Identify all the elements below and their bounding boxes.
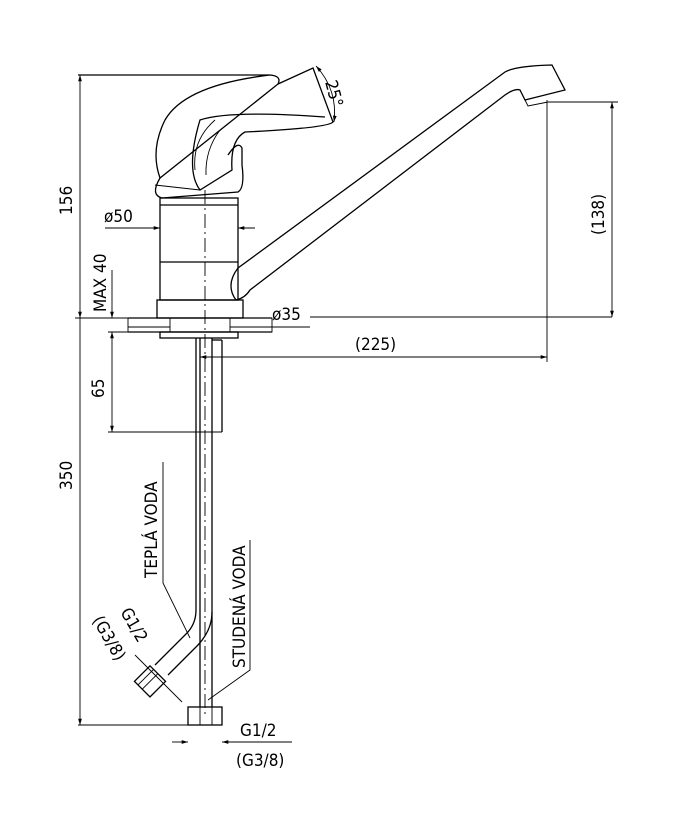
dimension-lines [75, 65, 618, 744]
label-hot-water: TEPLÁ VODA [140, 481, 162, 579]
label-cold-water: STUDENÁ VODA [228, 545, 250, 668]
dim-25-deg: 25° [320, 78, 346, 109]
dim-65: 65 [89, 379, 109, 398]
mixer-body [156, 197, 244, 319]
dim-spout-reach: (225) [355, 335, 396, 355]
supply-pipes [133, 190, 223, 726]
label-cold-thread: G1/2 [240, 721, 276, 741]
leader-lines [162, 462, 251, 701]
lever-handle [78, 67, 334, 199]
label-cold-thread-alt: (G3/8) [236, 751, 284, 771]
dim-156: 156 [57, 186, 77, 215]
spout [230, 64, 566, 301]
countertop-section [127, 317, 273, 339]
dim-max-40: MAX 40 [91, 254, 111, 312]
dim-350: 350 [57, 461, 77, 490]
dim-hole-diameter: ø35 [272, 305, 301, 325]
dim-spout-height: (138) [589, 194, 609, 235]
dim-body-diameter: ø50 [104, 207, 133, 227]
